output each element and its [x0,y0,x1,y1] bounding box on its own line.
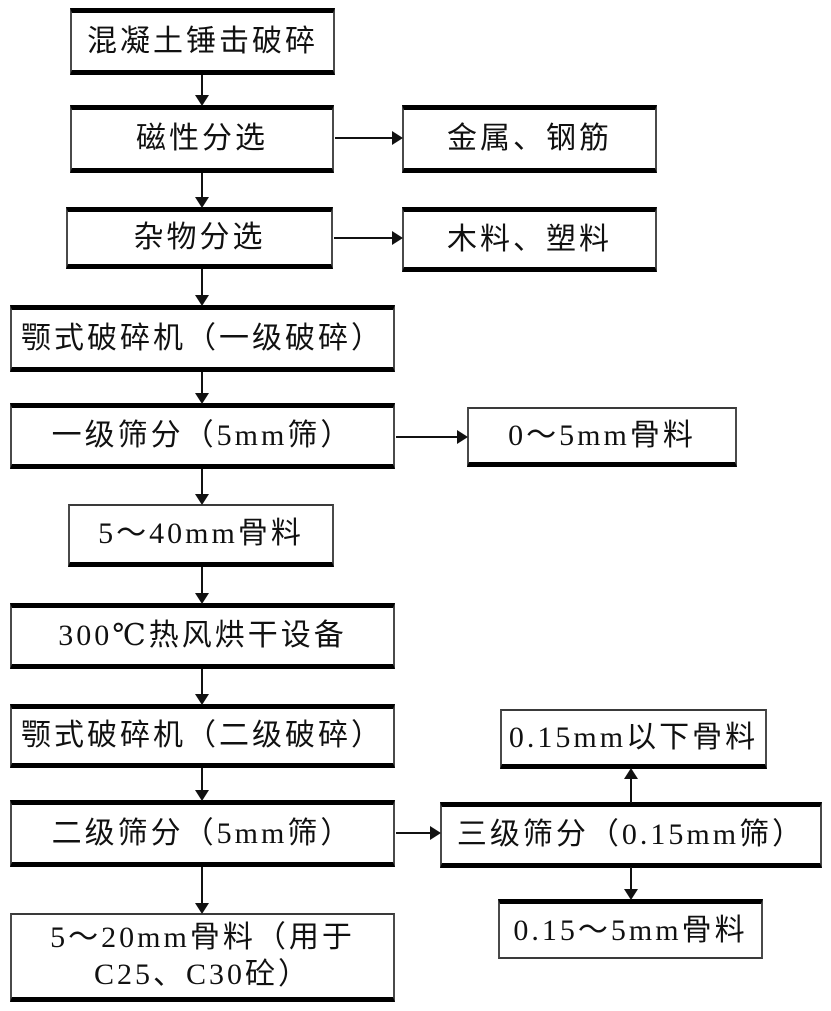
node-label: 一级筛分（5mm筛） [51,419,354,453]
node-label: 三级筛分（0.15mm筛） [456,818,806,852]
node-label: 300℃热风烘干设备 [58,619,347,653]
arrow-magnetic-to-metal-icon [335,131,403,145]
node-aggregate-5-40mm: 5～40mm骨料 [68,504,334,567]
node-label: 5～40mm骨料 [98,517,304,551]
node-hot-air-drying-300c: 300℃热风烘干设备 [10,603,395,669]
arrow-magnetic-to-debris-icon [195,173,209,208]
arrow-screen2-to-screen3-icon [396,826,441,840]
node-debris-separation: 杂物分选 [66,207,333,269]
node-label: 0.15mm以下骨料 [508,720,759,754]
node-aggregate-0-5mm: 0～5mm骨料 [467,407,737,467]
node-aggregate-0-15-5mm: 0.15～5mm骨料 [498,899,763,959]
node-magnetic-separation: 磁性分选 [70,105,334,173]
arrow-debris-to-wood-icon [334,231,403,245]
arrow-dryer-to-jaw2-icon [195,669,209,705]
node-jaw-crusher-primary: 颚式破碎机（一级破碎） [10,305,395,372]
node-label: 二级筛分（5mm筛） [51,816,354,850]
arrow-screen3-to-below-0-15mm-icon [624,768,638,803]
arrow-debris-to-jaw1-icon [195,269,209,306]
node-label: 颚式破碎机（二级破碎） [21,719,384,753]
node-label: 颚式破碎机（一级破碎） [21,321,384,355]
node-concrete-hammer-crushing: 混凝土锤击破碎 [70,8,335,75]
arrow-jaw2-to-screen2-icon [195,768,209,801]
arrow-screen3-to-0-15-5mm-icon [624,867,638,900]
node-label: 0～5mm骨料 [508,418,696,452]
node-label-line1: 5～20mm骨料（用于 [50,920,355,954]
node-tertiary-screening-0-15mm: 三级筛分（0.15mm筛） [440,802,822,868]
node-label: 金属、钢筋 [447,122,612,156]
node-metal-rebar: 金属、钢筋 [402,105,657,173]
node-label: 0.15～5mm骨料 [513,913,748,947]
node-aggregate-5-20mm-c25-c30: 5～20mm骨料（用于 C25、C30砼） [10,913,395,1002]
node-label: 磁性分选 [136,122,268,156]
node-secondary-screening-5mm: 二级筛分（5mm筛） [10,800,395,867]
arrow-5-40mm-to-dryer-icon [195,567,209,604]
node-jaw-crusher-secondary: 颚式破碎机（二级破碎） [10,704,395,768]
node-label: 混凝土锤击破碎 [87,24,318,58]
node-aggregate-below-0-15mm: 0.15mm以下骨料 [500,709,767,769]
node-label: 杂物分选 [133,221,266,255]
arrow-screen1-to-0-5mm-icon [396,430,468,444]
node-wood-plastic: 木料、塑料 [402,207,657,272]
arrow-jaw1-to-screen1-icon [195,372,209,404]
node-label-line2: C25、C30砼） [93,958,312,991]
arrow-screen1-to-5-40mm-icon [195,469,209,505]
node-primary-screening-5mm: 一级筛分（5mm筛） [10,403,395,469]
arrow-crushing-to-magnetic-icon [195,75,209,106]
arrow-screen2-to-5-20mm-icon [195,867,209,914]
node-label: 木料、塑料 [447,222,612,256]
